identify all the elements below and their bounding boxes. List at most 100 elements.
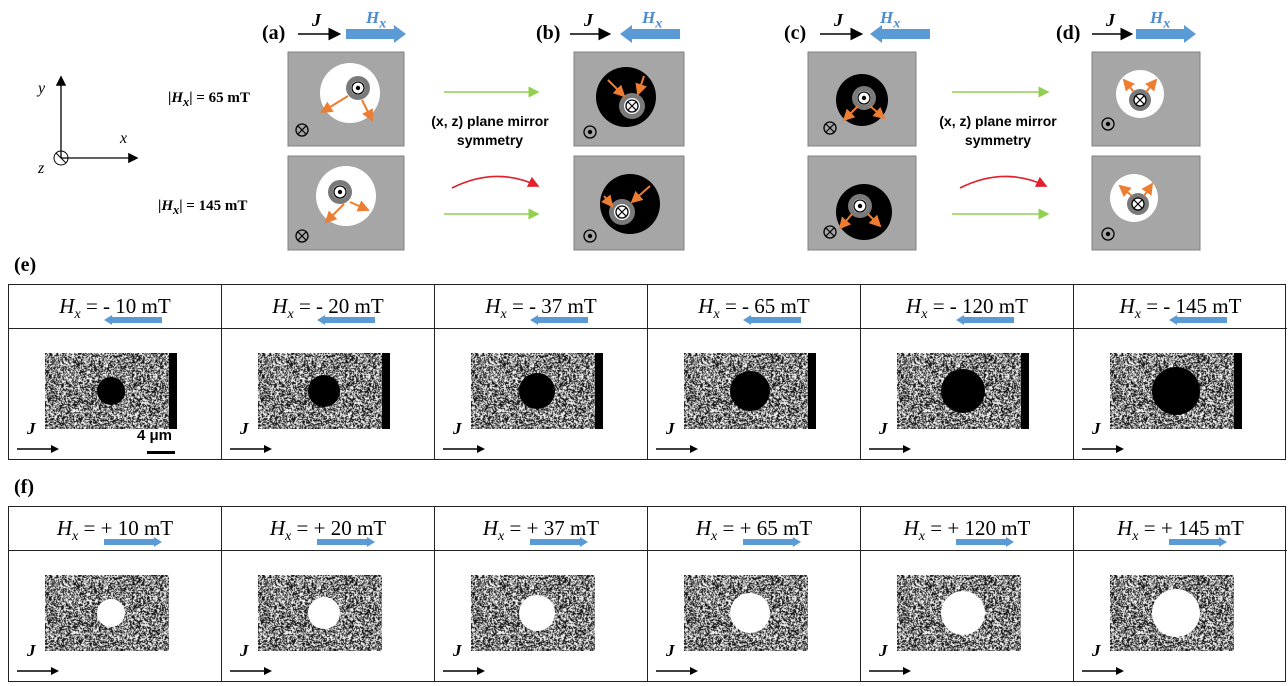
field-header: Hx = + 120 mT <box>861 507 1073 551</box>
field-value-label: Hx = - 145 mT <box>1119 294 1242 323</box>
field-value: + 37 <box>526 516 570 540</box>
current-label: J <box>240 641 249 660</box>
kerr-image <box>684 575 816 651</box>
current-arrow <box>230 445 272 453</box>
field-header: Hx = - 120 mT <box>861 285 1073 329</box>
scale-bar <box>147 451 175 454</box>
kerr-image <box>1110 575 1242 651</box>
field-value: - 10 <box>103 294 142 318</box>
current-arrow <box>656 667 698 675</box>
image-cell: Hx = - 37 mT J <box>435 285 648 459</box>
image-cell: Hx = + 120 mT J <box>861 507 1074 681</box>
kerr-image <box>258 575 390 651</box>
field-value: - 37 <box>529 294 568 318</box>
kerr-image <box>471 353 603 429</box>
current-arrow <box>443 667 485 675</box>
field-header: Hx = - 65 mT <box>648 285 860 329</box>
field-direction-arrow <box>1169 537 1227 547</box>
field-header: Hx = + 65 mT <box>648 507 860 551</box>
panel-b-hx: Hx <box>642 8 663 32</box>
current-arrow <box>230 667 272 675</box>
current-label: J <box>240 419 249 438</box>
field-unit: mT <box>356 516 387 540</box>
field-value-label: Hx = + 37 mT <box>482 516 600 545</box>
field-value-label: Hx = + 10 mT <box>56 516 174 545</box>
field-145-label: |Hx| = 145 mT <box>158 198 248 217</box>
field-value: + 20 <box>313 516 357 540</box>
field-value: + 145 <box>1160 516 1215 540</box>
field-direction-arrow <box>1169 315 1227 325</box>
kerr-image <box>45 575 177 651</box>
current-label: J <box>879 419 888 438</box>
current-arrow <box>17 445 59 453</box>
field-value-label: Hx = + 145 mT <box>1117 516 1244 545</box>
field-header: Hx = - 20 mT <box>222 285 434 329</box>
panel-c-j: J <box>834 10 843 30</box>
image-cell: Hx = + 10 mT J <box>9 507 222 681</box>
field-direction-arrow <box>317 315 375 325</box>
panel-d-j: J <box>1106 10 1115 30</box>
field-value-label: Hx = - 65 mT <box>698 294 810 323</box>
current-arrow <box>1082 445 1124 453</box>
field-value-label: Hx = - 120 mT <box>906 294 1028 323</box>
coordinate-axes <box>53 75 139 166</box>
field-unit: mT <box>141 294 171 318</box>
panel-d-label: (d) <box>1056 22 1081 44</box>
row-f-label: (f) <box>14 476 34 498</box>
field-unit: mT <box>780 294 810 318</box>
current-arrow <box>656 445 698 453</box>
current-label: J <box>27 641 36 660</box>
field-direction-arrow <box>956 537 1014 547</box>
panel-b-label: (b) <box>536 22 561 44</box>
field-unit: mT <box>354 294 384 318</box>
current-label: J <box>453 419 462 438</box>
field-header: Hx = + 20 mT <box>222 507 434 551</box>
panel-c-label: (c) <box>784 22 807 44</box>
field-direction-arrow <box>743 537 801 547</box>
field-direction-arrow <box>104 315 162 325</box>
field-header: Hx = + 10 mT <box>9 507 221 551</box>
panel-a-j: J <box>312 10 321 30</box>
field-value-label: Hx = + 65 mT <box>695 516 813 545</box>
field-header: Hx = - 145 mT <box>1074 285 1287 329</box>
field-direction-arrow <box>317 537 375 547</box>
current-label: J <box>1092 641 1101 660</box>
kerr-image <box>684 353 816 429</box>
field-header: Hx = + 145 mT <box>1074 507 1287 551</box>
field-value: - 20 <box>316 294 355 318</box>
y-axis-label: y <box>38 80 46 97</box>
current-arrow <box>1082 667 1124 675</box>
field-value-label: Hx = + 120 mT <box>903 516 1031 545</box>
current-label: J <box>879 641 888 660</box>
field-header: Hx = - 37 mT <box>435 285 647 329</box>
image-cell: Hx = + 37 mT J <box>435 507 648 681</box>
current-arrow <box>443 445 485 453</box>
image-cell: Hx = + 20 mT J <box>222 507 435 681</box>
field-unit: mT <box>1001 516 1031 540</box>
image-cell: Hx = + 145 mT J <box>1074 507 1287 681</box>
kerr-image <box>1110 353 1242 429</box>
image-cell: Hx = - 120 mT J <box>861 285 1074 459</box>
scale-bar-label: 4 μm <box>137 427 173 444</box>
current-label: J <box>453 641 462 660</box>
field-direction-arrow <box>956 315 1014 325</box>
field-header: Hx = - 10 mT <box>9 285 221 329</box>
kerr-image <box>45 353 177 429</box>
field-unit: mT <box>782 516 813 540</box>
field-value: - 120 <box>949 294 999 318</box>
kerr-image <box>258 353 390 429</box>
field-value-label: Hx = + 20 mT <box>269 516 387 545</box>
field-unit: mT <box>1214 516 1244 540</box>
panel-header-arrows <box>298 25 1196 43</box>
field-value-label: Hx = - 10 mT <box>59 294 171 323</box>
field-direction-arrow <box>530 315 588 325</box>
panel-a-hx: Hx <box>366 8 387 32</box>
current-label: J <box>666 641 675 660</box>
